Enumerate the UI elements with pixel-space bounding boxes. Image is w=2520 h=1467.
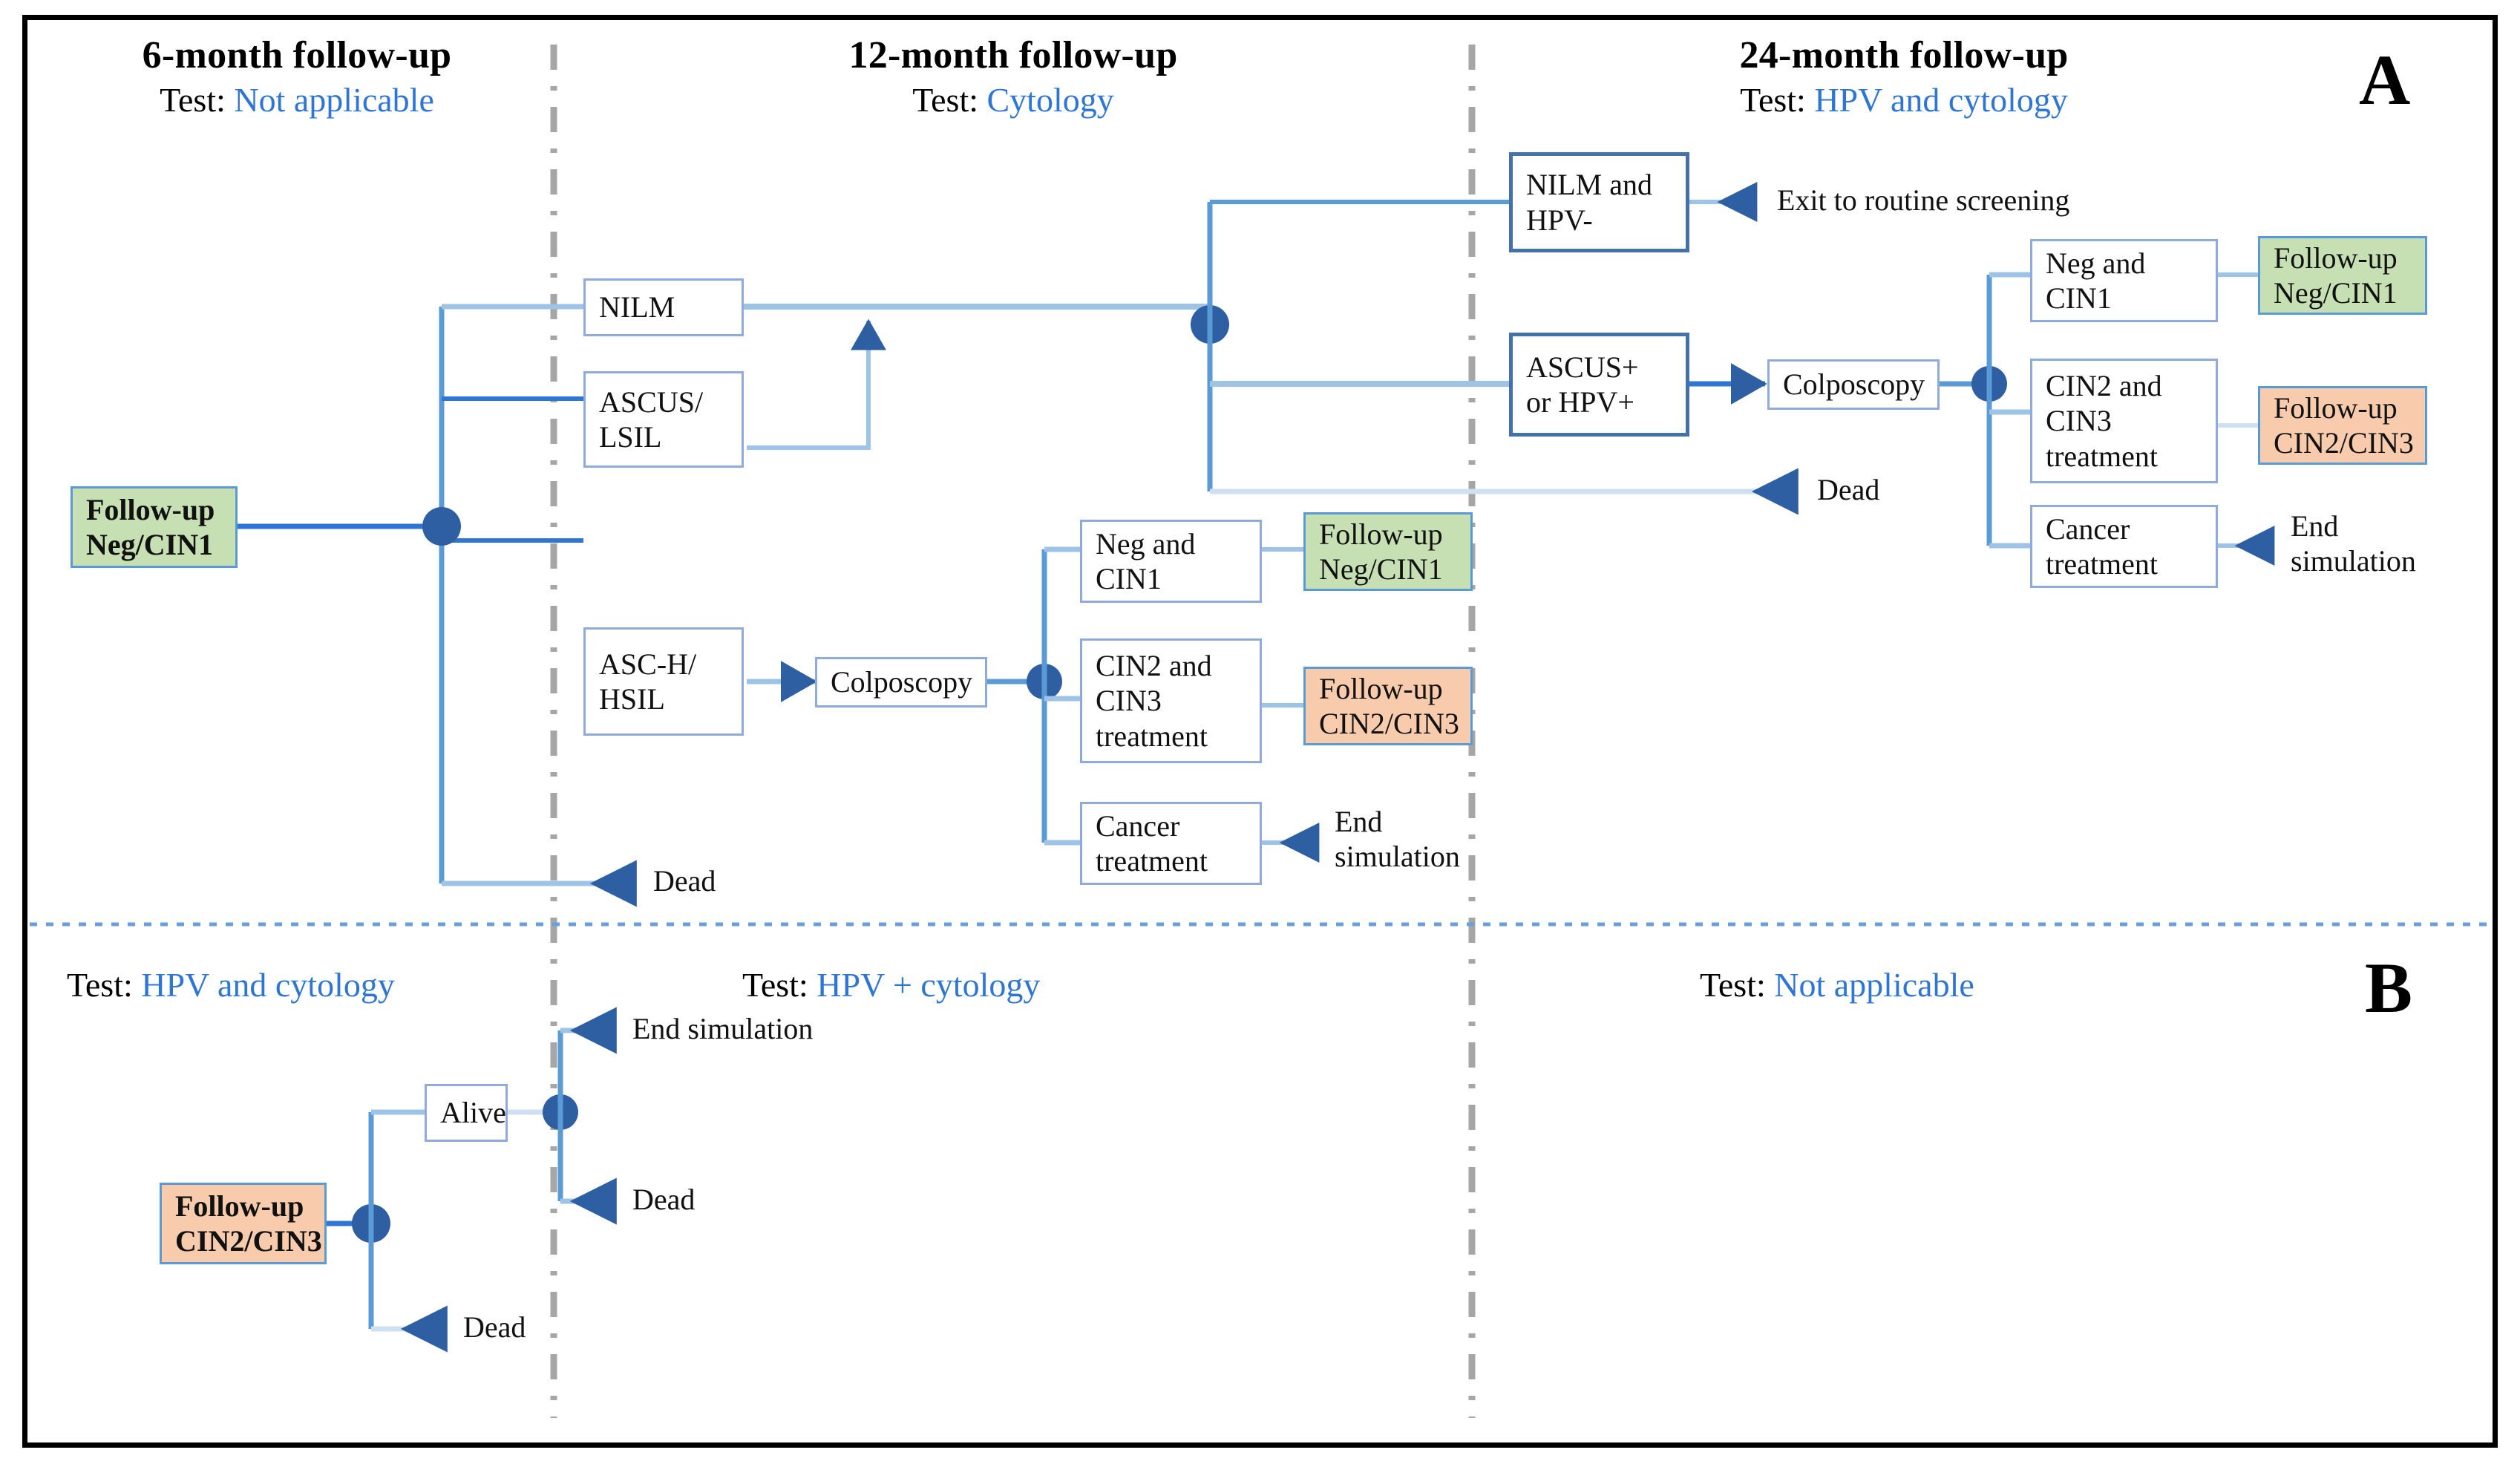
node-ascus-lsil[interactable]: ASCUS/ LSIL [583,371,744,468]
test-label: Test: [1700,966,1766,1004]
node-label: ASC-H/ HSIL [599,647,697,716]
column-header-12month: 12-month follow-up Test: Cytology [564,33,1462,120]
node-label: NILM and HPV- [1526,168,1652,237]
annotation-dead-24month: Dead [1817,473,1880,506]
node-label: Alive [440,1096,506,1130]
column-title: 12-month follow-up [848,34,1178,76]
node-label: ASCUS/ LSIL [599,385,704,454]
node-alive[interactable]: Alive [425,1084,508,1142]
node-label: ASCUS+ or HPV+ [1526,350,1639,419]
node-label: Follow-up Neg/CIN1 [2274,241,2398,310]
column-test-line: Test: Not applicable [45,80,549,120]
panelb-header-column3: Test: Not applicable [1700,965,1974,1004]
node-label: Neg and CIN1 [2046,246,2146,315]
column-title: 24-month follow-up [1739,34,2069,76]
node-ascus-plus-or-hpv-positive[interactable]: ASCUS+ or HPV+ [1509,333,1689,437]
column-header-24month: 24-month follow-up Test: HPV and cytolog… [1485,33,2323,120]
node-label: Colposcopy [831,665,973,699]
node-label: Follow-up Neg/CIN1 [86,492,215,561]
test-value: Not applicable [234,81,434,119]
column-test-line: Test: Cytology [564,80,1462,120]
test-value: HPV and cytology [1814,81,2068,119]
annotation-dead-panelb-right: Dead [632,1183,696,1216]
test-label: Test: [160,81,226,119]
node-followup-cin2-cin3-24month[interactable]: Follow-up CIN2/CIN3 [2258,386,2427,465]
node-followup-neg-cin1-24month[interactable]: Follow-up Neg/CIN1 [2258,236,2427,315]
annotation-dead-panelb-left: Dead [463,1310,526,1344]
test-value: Cytology [986,81,1114,119]
node-label: NILM [599,290,675,324]
node-neg-cin1-12month[interactable]: Neg and CIN1 [1080,520,1262,603]
annotation-end-simulation-panelb: End simulation [632,1012,814,1045]
panelb-header-column2: Test: HPV + cytology [742,965,1040,1004]
test-label: Test: [912,81,978,119]
node-label: Follow-up CIN2/CIN3 [2274,391,2414,460]
test-label: Test: [1740,81,1806,119]
node-label: CIN2 and CIN3 treatment [2046,369,2162,473]
node-cin2-cin3-treatment-12month[interactable]: CIN2 and CIN3 treatment [1080,638,1262,763]
annotation-exit-to-routine-screening: Exit to routine screening [1777,183,2070,217]
node-cin2-cin3-treatment-24month[interactable]: CIN2 and CIN3 treatment [2030,359,2218,483]
node-followup-neg-cin1-12month[interactable]: Follow-up Neg/CIN1 [1303,512,1473,591]
node-colposcopy-12month[interactable]: Colposcopy [815,657,987,708]
column-header-6month: 6-month follow-up Test: Not applicable [45,33,549,120]
node-nilm-hpv-negative[interactable]: NILM and HPV- [1509,152,1689,252]
node-colposcopy-24month[interactable]: Colposcopy [1767,359,1940,410]
annotation-end-simulation-24month: End simulation [2291,509,2416,578]
node-nilm[interactable]: NILM [583,278,744,336]
node-label: Follow-up Neg/CIN1 [1319,517,1443,586]
column-test-line: Test: HPV and cytology [1485,80,2323,120]
test-label: Test: [67,966,133,1004]
node-label: Cancer treatment [1096,808,1208,878]
node-label: Cancer treatment [2046,512,2159,581]
column-title: 6-month follow-up [142,34,452,76]
panel-letter-b: B [2365,948,2413,1027]
node-label: Follow-up CIN2/CIN3 [1319,671,1459,740]
test-value: HPV and cytology [141,966,395,1004]
panelb-header-column1: Test: HPV and cytology [67,965,395,1004]
node-cancer-treatment-24month[interactable]: Cancer treatment [2030,505,2218,588]
annotation-dead-12month: Dead [653,864,716,898]
node-label: Colposcopy [1783,367,1925,402]
node-asch-hsil[interactable]: ASC-H/ HSIL [583,627,744,736]
node-label: Follow-up CIN2/CIN3 [175,1189,322,1258]
node-cancer-treatment-12month[interactable]: Cancer treatment [1080,802,1262,885]
annotation-end-simulation-12month: End simulation [1335,805,1460,874]
test-value: HPV + cytology [816,966,1041,1004]
node-label: Neg and CIN1 [1096,526,1196,595]
node-neg-cin1-24month[interactable]: Neg and CIN1 [2030,239,2218,322]
test-label: Test: [742,966,808,1004]
node-followup-cin2-cin3-start[interactable]: Follow-up CIN2/CIN3 [160,1183,327,1264]
node-followup-cin2-cin3-12month[interactable]: Follow-up CIN2/CIN3 [1303,667,1473,745]
test-value: Not applicable [1774,966,1974,1004]
node-label: CIN2 and CIN3 treatment [1096,649,1212,753]
panel-letter-a: A [2359,40,2411,120]
node-followup-neg-cin1-start[interactable]: Follow-up Neg/CIN1 [71,486,238,568]
